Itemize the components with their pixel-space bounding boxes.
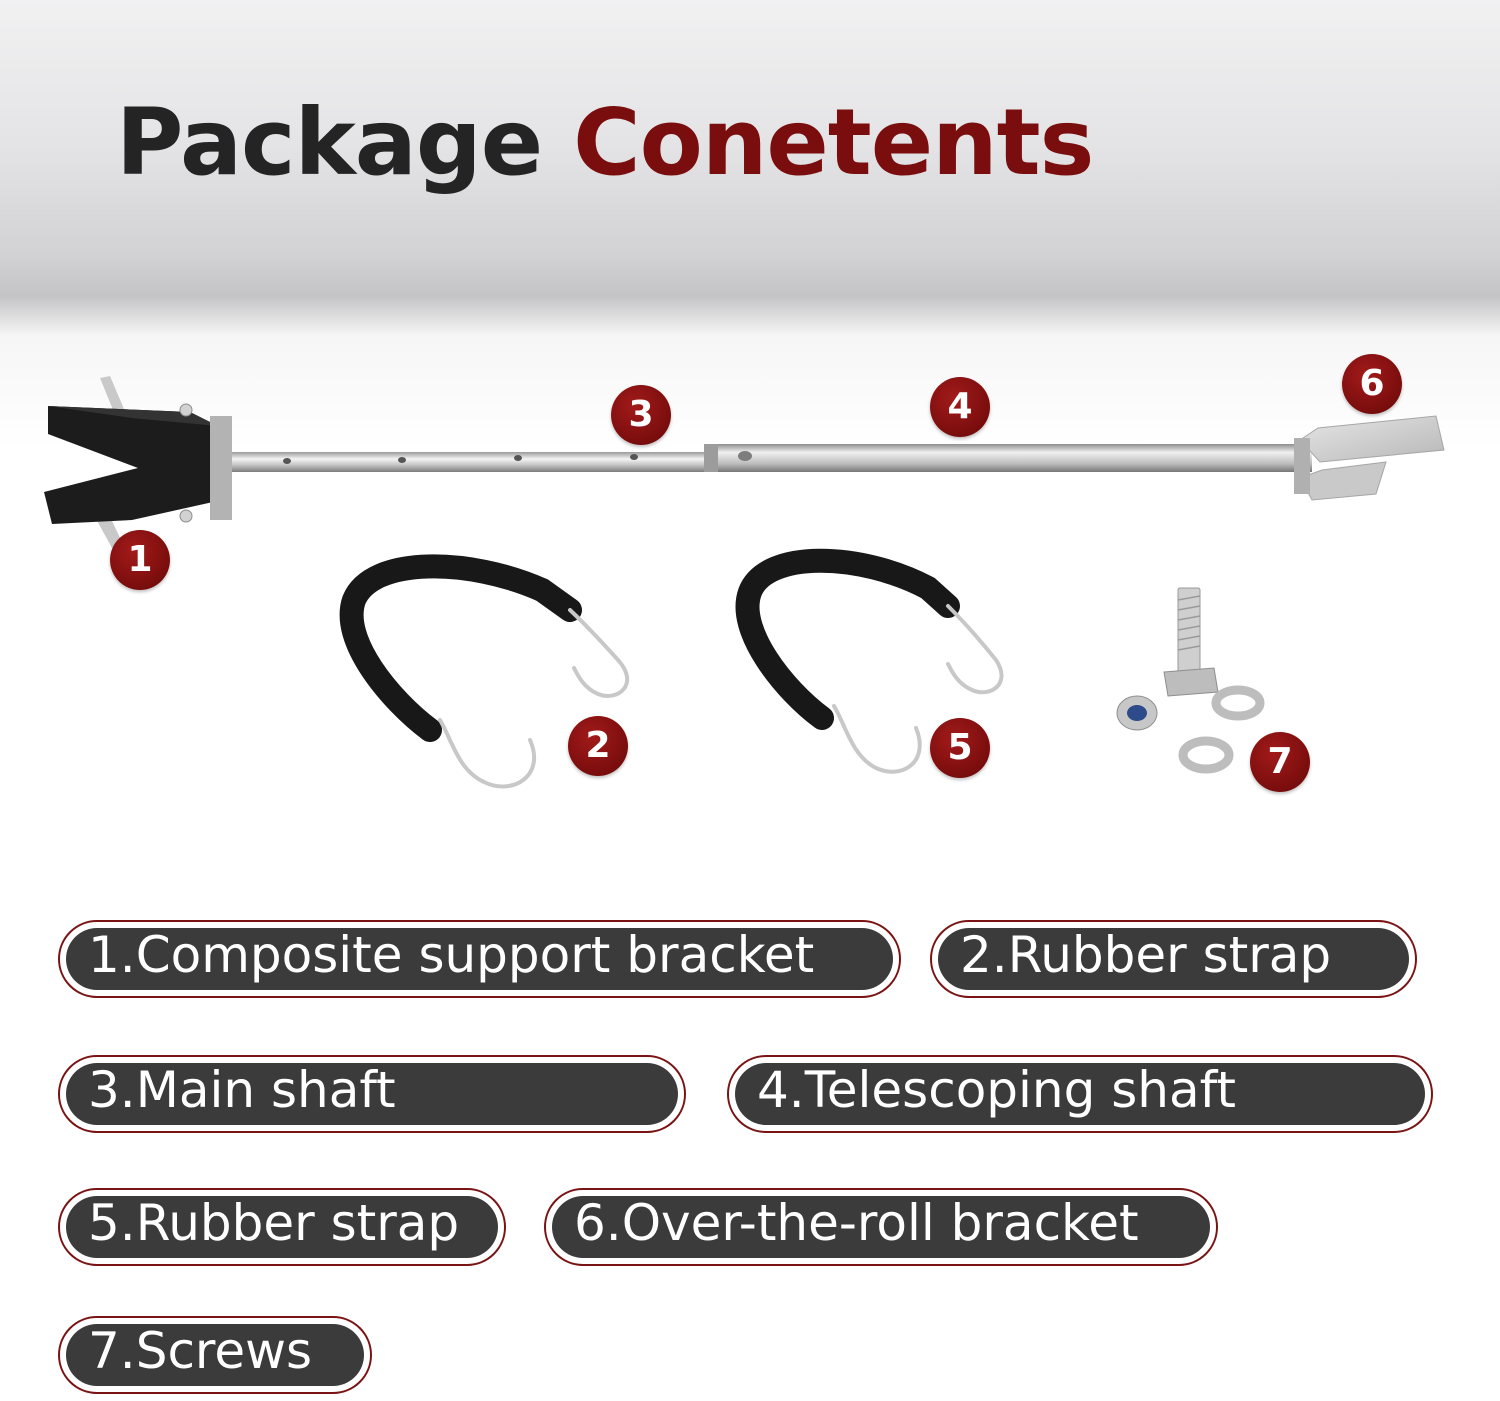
product-illustration: [44, 376, 1445, 789]
callout-2: 2: [568, 716, 628, 776]
item-over-the-roll-bracket: 6.Over-the-roll bracket: [544, 1188, 1218, 1266]
over-the-roll-bracket: [1294, 415, 1445, 501]
callout-3: 3: [611, 385, 671, 445]
callout-5: 5: [930, 718, 990, 778]
callout-7: 7: [1250, 732, 1310, 792]
callout-4: 4: [930, 377, 990, 437]
hero-background: [0, 0, 1500, 800]
page-title: Package Conetents: [116, 88, 1094, 198]
item-main-shaft: 3.Main shaft: [58, 1055, 686, 1133]
item-rubber-strap-5: 5.Rubber strap: [58, 1188, 506, 1266]
item-screws: 7.Screws: [58, 1316, 372, 1394]
title-word-package: Package: [116, 89, 543, 196]
item-telescoping-shaft: 4.Telescoping shaft: [727, 1055, 1433, 1133]
screws-hardware: [1116, 587, 1265, 774]
rubber-strap-right: [735, 548, 1004, 774]
callout-6: 6: [1342, 354, 1402, 414]
main-shaft: [215, 452, 720, 472]
item-composite-support-bracket: 1.Composite support bracket: [58, 920, 901, 998]
callout-1: 1: [110, 530, 170, 590]
telescoping-shaft: [704, 444, 1312, 472]
rubber-strap-left: [339, 554, 630, 789]
composite-support-bracket: [44, 376, 232, 548]
item-rubber-strap-2: 2.Rubber strap: [930, 920, 1417, 998]
title-word-contents: Conetents: [573, 89, 1094, 196]
